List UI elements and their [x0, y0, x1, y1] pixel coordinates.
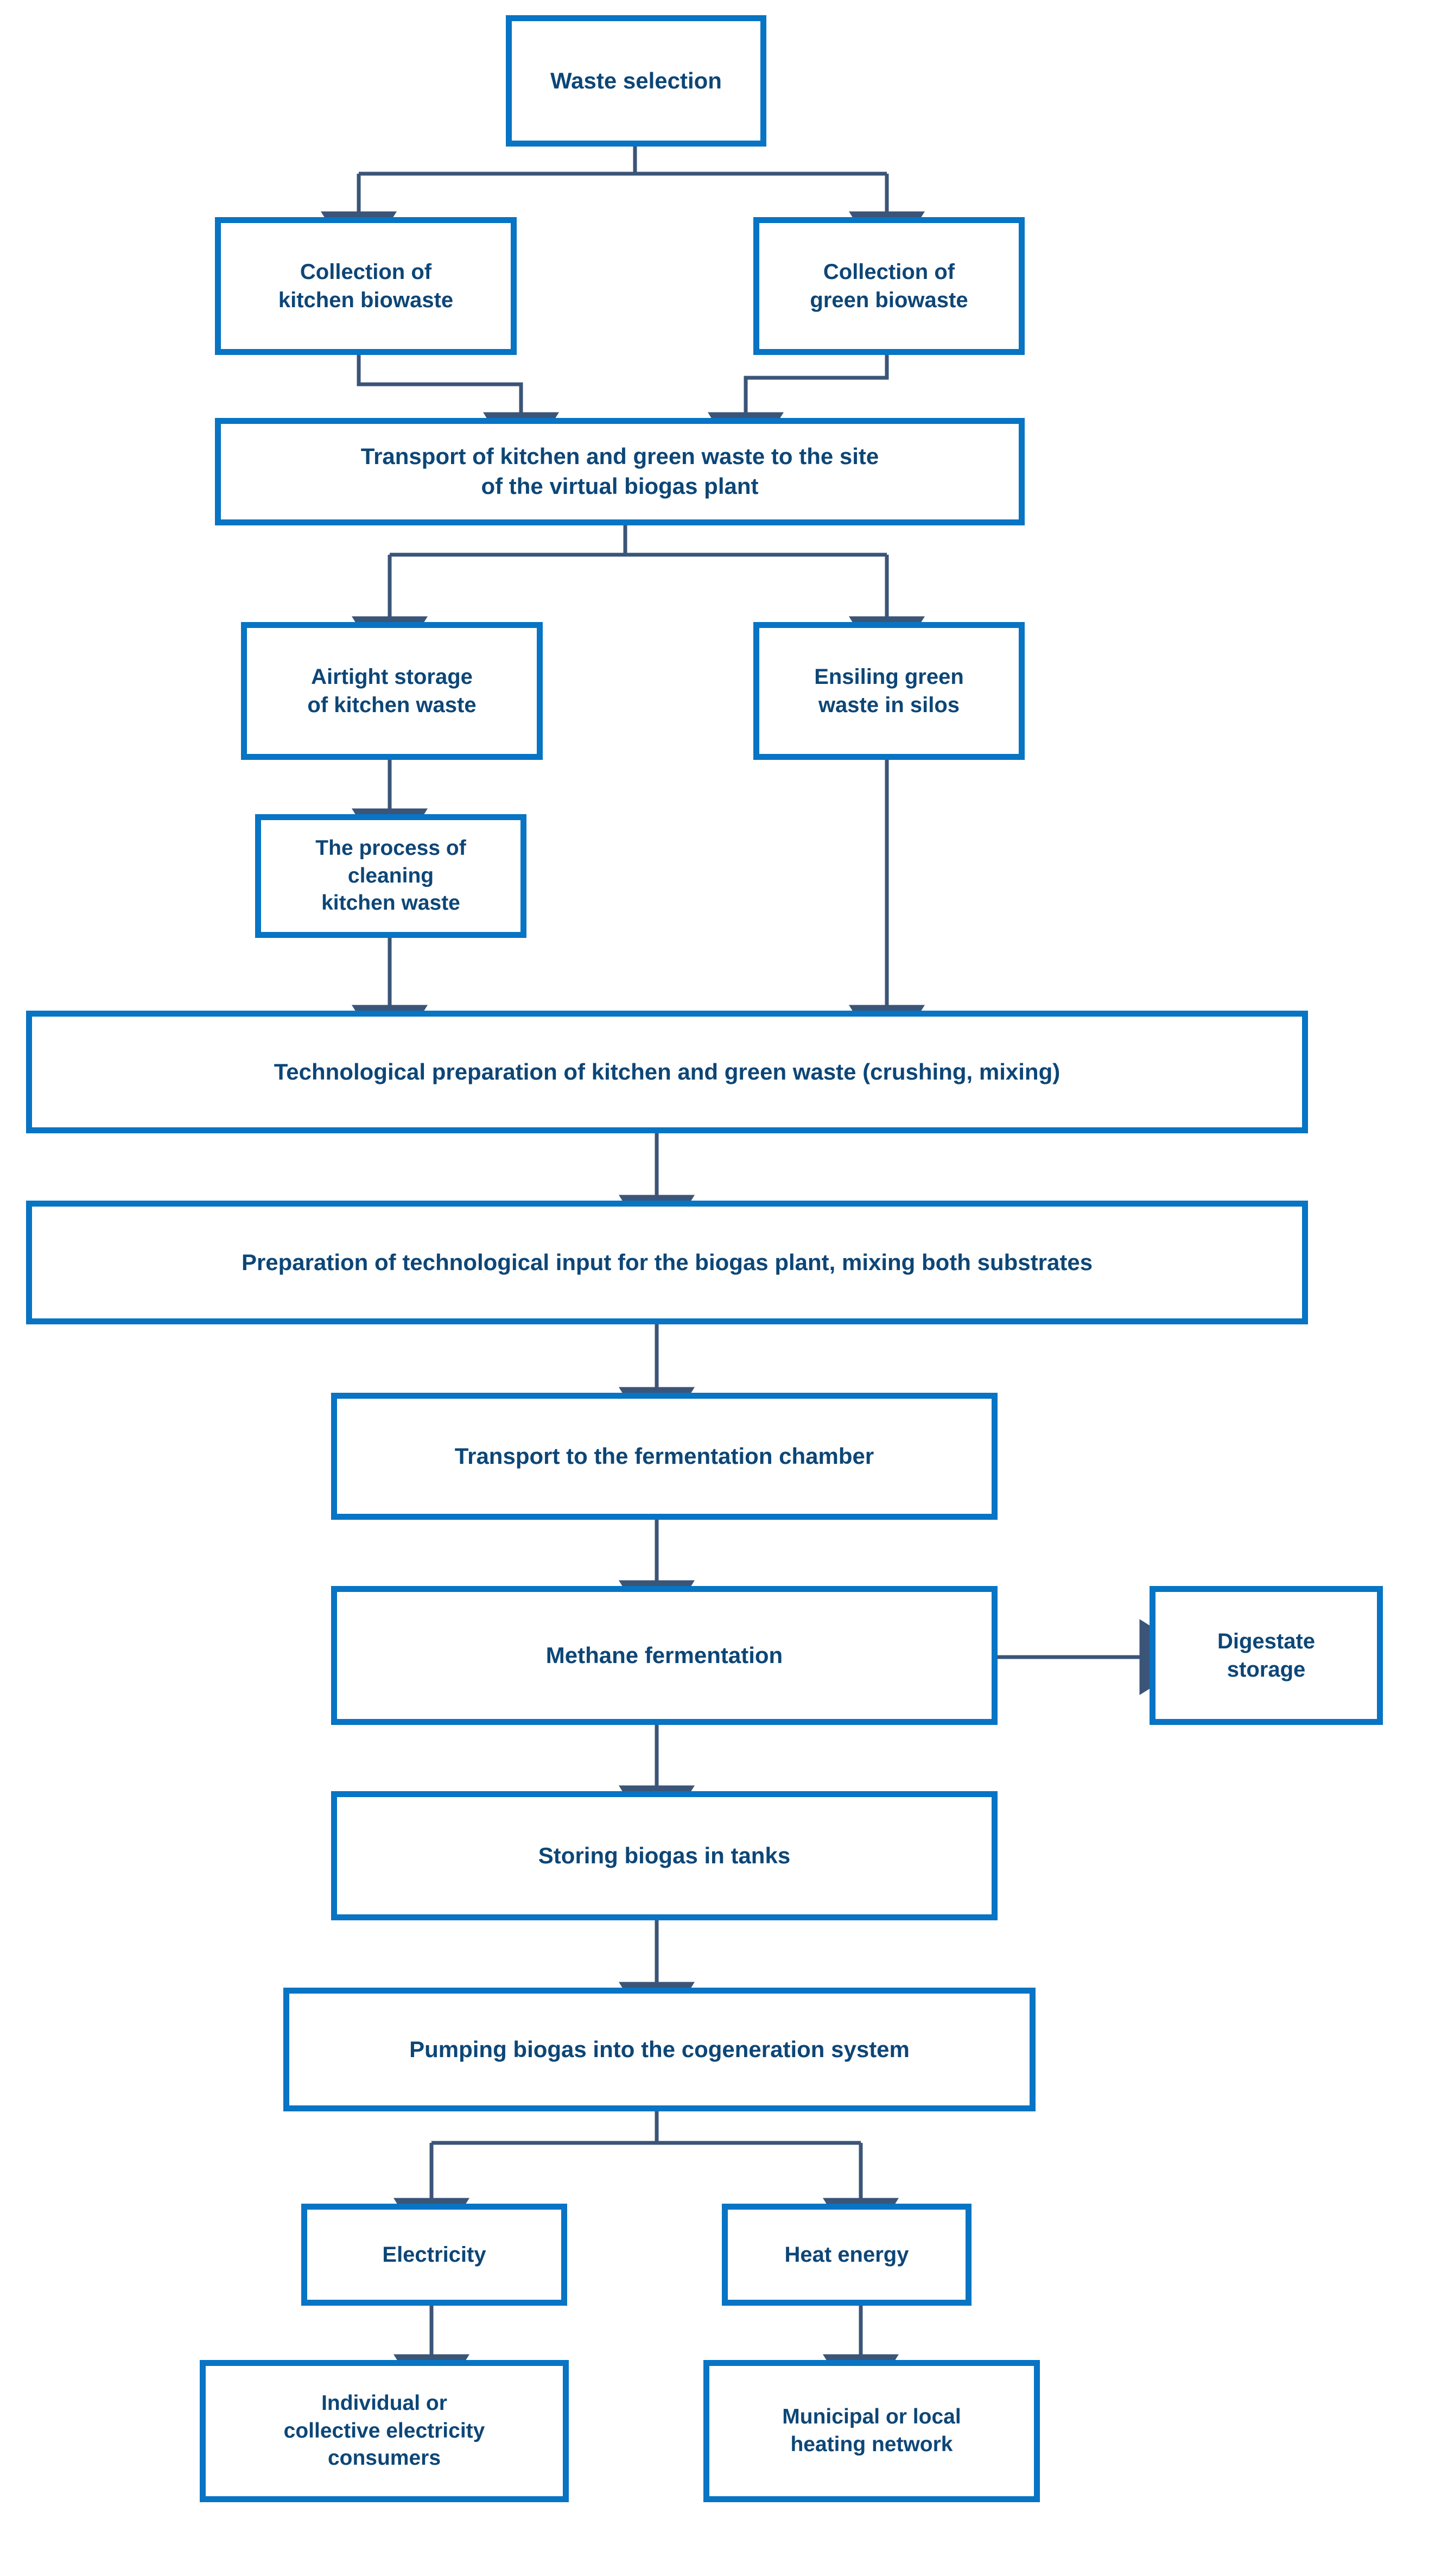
node-airtight-storage-label: Airtight storage of kitchen waste: [307, 665, 477, 717]
node-storing-biogas[interactable]: Storing biogas in tanks: [331, 1791, 998, 1920]
node-waste-selection[interactable]: Waste selection: [506, 15, 766, 147]
node-digestate-storage-label: Digestate storage: [1217, 1629, 1316, 1682]
node-heating-network-label: Municipal or local heating network: [782, 2405, 961, 2456]
node-airtight-storage[interactable]: Airtight storage of kitchen waste: [241, 622, 543, 760]
node-transport-chamber[interactable]: Transport to the fermentation chamber: [331, 1393, 998, 1520]
node-waste-selection-label: Waste selection: [550, 67, 722, 93]
node-storing-biogas-label: Storing biogas in tanks: [538, 1842, 791, 1868]
node-electricity-consumers-label: Individual or collective electricity con…: [283, 2391, 485, 2470]
edge-kitchen-to-transport: [357, 355, 559, 473]
node-transport-chamber-label: Transport to the fermentation chamber: [454, 1443, 874, 1469]
node-cleaning-kitchen-label: The process of cleaning kitchen waste: [315, 836, 466, 915]
node-electricity-consumers[interactable]: Individual or collective electricity con…: [200, 2360, 569, 2502]
node-technological-prep-label: Technological preparation of kitchen and…: [274, 1058, 1061, 1084]
node-input-preparation[interactable]: Preparation of technological input for t…: [26, 1201, 1308, 1324]
node-heating-network[interactable]: Municipal or local heating network: [703, 2360, 1040, 2502]
node-collection-kitchen[interactable]: Collection of kitchen biowaste: [215, 217, 517, 355]
node-heat-energy[interactable]: Heat energy: [722, 2204, 972, 2306]
node-technological-prep[interactable]: Technological preparation of kitchen and…: [26, 1011, 1308, 1133]
edge-green-to-transport: [708, 355, 889, 473]
node-ensiling-green-label: Ensiling green waste in silos: [814, 665, 964, 717]
node-heat-energy-label: Heat energy: [784, 2243, 909, 2267]
node-electricity[interactable]: Electricity: [301, 2204, 567, 2306]
node-digestate-storage[interactable]: Digestate storage: [1150, 1586, 1383, 1725]
node-methane-fermentation[interactable]: Methane fermentation: [331, 1586, 998, 1725]
node-pumping-cogeneration-label: Pumping biogas into the cogeneration sys…: [409, 2036, 910, 2062]
node-pumping-cogeneration[interactable]: Pumping biogas into the cogeneration sys…: [283, 1988, 1036, 2111]
node-cleaning-kitchen[interactable]: The process of cleaning kitchen waste: [255, 814, 526, 938]
node-transport-site[interactable]: Transport of kitchen and green waste to …: [215, 418, 1025, 525]
node-electricity-label: Electricity: [382, 2243, 486, 2267]
node-methane-fermentation-label: Methane fermentation: [545, 1642, 783, 1668]
node-transport-site-label: Transport of kitchen and green waste to …: [360, 443, 879, 499]
node-input-preparation-label: Preparation of technological input for t…: [241, 1249, 1093, 1275]
node-collection-kitchen-label: Collection of kitchen biowaste: [278, 260, 454, 312]
node-collection-green-label: Collection of green biowaste: [810, 260, 968, 312]
node-ensiling-green[interactable]: Ensiling green waste in silos: [753, 622, 1025, 760]
node-collection-green[interactable]: Collection of green biowaste: [753, 217, 1025, 355]
